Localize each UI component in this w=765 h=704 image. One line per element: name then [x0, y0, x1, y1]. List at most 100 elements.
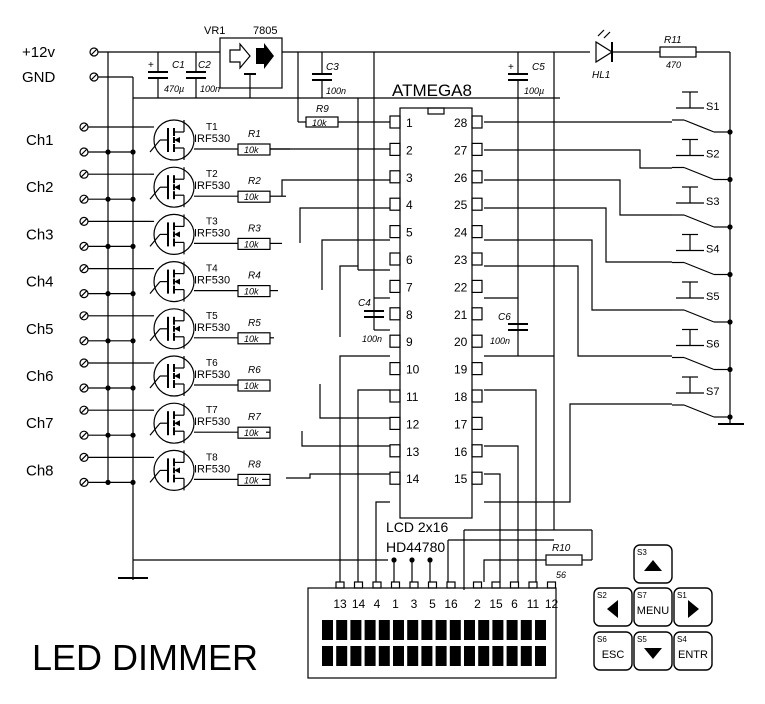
svg-text:100n: 100n: [490, 336, 510, 346]
mcu-pin-number: 19: [454, 363, 468, 377]
diagram-title: LED DIMMER: [32, 637, 258, 678]
channel-label: Ch3: [26, 226, 54, 243]
lcd-char-cell: [464, 646, 475, 666]
lcd-char-cell: [435, 646, 447, 666]
mcu-pin-number: 12: [406, 417, 420, 431]
mcu-pin-left: [389, 142, 401, 156]
resistor-r9: R9 10k: [297, 52, 390, 128]
power-rails: [98, 51, 590, 580]
keypad-button-s3[interactable]: S3: [633, 544, 673, 584]
mcu-pin-number: 24: [454, 226, 468, 240]
mcu-pin-number: 16: [454, 445, 468, 459]
mcu-pin-left: [389, 252, 401, 266]
lcd-char-cell: [407, 646, 419, 666]
signal-wire: [301, 431, 390, 447]
pushbutton-switch: S1: [484, 91, 733, 135]
pushbutton-switch: S7: [484, 376, 733, 503]
lcd-pin: [546, 581, 557, 589]
mcu-pin-right: [471, 225, 483, 239]
mcu-pin-left: [389, 225, 401, 239]
svg-text:R11: R11: [664, 35, 682, 46]
mcu-pin-right: [471, 444, 483, 458]
lcd-char-cell: [393, 646, 404, 666]
mcu-pin-number: 26: [454, 171, 468, 185]
mcu-pin-number: 13: [406, 445, 420, 459]
lcd-pin: [528, 581, 538, 589]
mosfet: [153, 261, 195, 303]
keypad-button-s1[interactable]: S1: [673, 587, 713, 627]
resistor-r11: R11 470: [659, 35, 731, 412]
lcd-char-cell: [336, 620, 348, 640]
mcu-pin-number: 8: [406, 308, 413, 322]
signal-wire: [321, 239, 390, 290]
mcu-pin-number: 4: [406, 198, 413, 212]
mosfet: [153, 166, 195, 208]
resistor-value: 10k: [244, 334, 259, 344]
svg-text:C4: C4: [358, 298, 371, 309]
lcd-pin: [427, 581, 438, 589]
channel-label: Ch6: [26, 368, 54, 385]
lcd-char-cell: [378, 620, 390, 640]
mcu-pin-number: 10: [406, 363, 420, 377]
lcd-char-cell: [535, 646, 546, 666]
mosfet: [153, 119, 195, 161]
lcd-pin-number: 13: [333, 597, 347, 611]
keypad-button-id: S7: [637, 591, 647, 600]
transistor-ref: T5: [206, 311, 218, 322]
keypad-button-label: ESC: [602, 649, 625, 661]
channel-label: Ch4: [26, 274, 54, 291]
mcu-pin-left: [389, 197, 401, 211]
mcu-pin-right: [471, 416, 483, 430]
svg-text:+: +: [508, 62, 514, 73]
keypad-button-label: MENU: [637, 605, 669, 617]
lcd-char-cell: [478, 620, 490, 640]
vplus-label: +12v: [22, 44, 55, 61]
signal-wire: [339, 265, 358, 337]
lcd-pin: [390, 581, 401, 589]
pushbutton-switch: S2: [484, 138, 733, 183]
mcu-pin-number: 9: [406, 335, 413, 349]
resistor-value: 10k: [244, 239, 259, 249]
lcd-pin-number: 2: [474, 597, 481, 611]
mcu-pin-number: 17: [454, 417, 468, 431]
resistor-ref: R5: [248, 318, 261, 329]
resistor-value: 10k: [244, 381, 259, 391]
svg-text:100n: 100n: [362, 334, 382, 344]
lcd-char-cell: [435, 620, 447, 640]
mcu-pin-right: [471, 362, 483, 376]
transistor-part: IRF530: [194, 275, 230, 287]
keypad-button-s5[interactable]: S5: [633, 631, 673, 671]
arrow-down-icon: [644, 648, 662, 659]
svg-text:HL1: HL1: [592, 70, 610, 81]
mcu-pin-number: 28: [454, 116, 468, 130]
lcd-label: LCD 2x16: [386, 519, 448, 535]
mcu-pin-left: [389, 416, 401, 430]
switch-ref: S3: [706, 196, 719, 208]
signal-wire: [281, 179, 390, 196]
svg-text:C3: C3: [326, 62, 339, 73]
channel-label: Ch2: [26, 179, 54, 196]
svg-text:R9: R9: [316, 104, 329, 115]
keypad-button-s2[interactable]: S2: [593, 587, 633, 627]
mcu-pin-number: 14: [406, 472, 420, 486]
mcu-pin-left: [389, 389, 401, 403]
lcd-char-cell: [520, 646, 532, 666]
transistor-part: IRF530: [194, 322, 230, 334]
mcu-pin-right: [471, 197, 483, 211]
mcu-pin-number: 5: [406, 226, 413, 240]
lcd-pin: [409, 581, 419, 589]
svg-text:10k: 10k: [312, 118, 327, 128]
transistor-ref: T8: [206, 452, 218, 463]
lcd-char-cell: [421, 620, 433, 640]
channel-label: Ch1: [26, 132, 54, 149]
